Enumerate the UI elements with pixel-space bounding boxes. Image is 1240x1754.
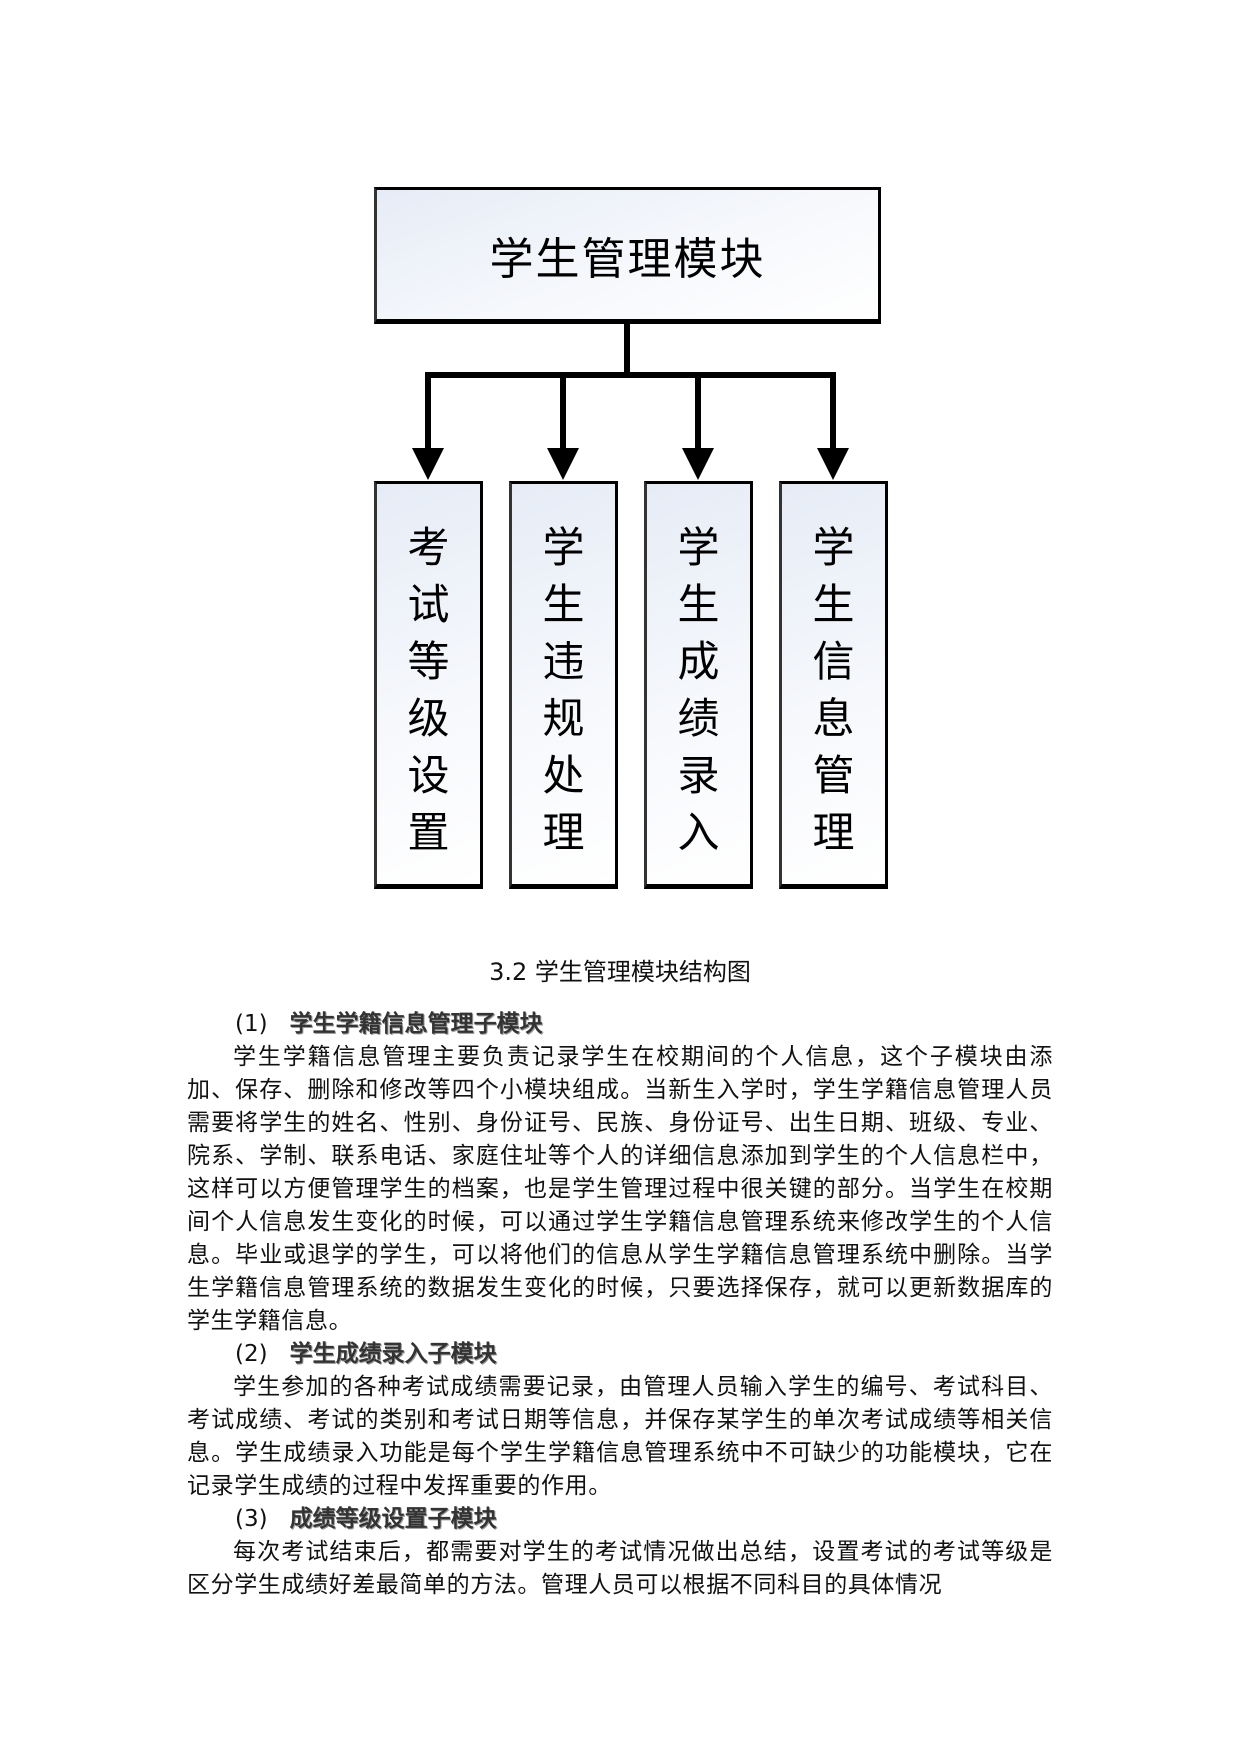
section-heading-1: (1) 学生学籍信息管理子模块	[187, 1008, 1053, 1041]
section-title: 学生学籍信息管理子模块	[289, 1011, 543, 1037]
arrow-down-icon	[547, 448, 579, 480]
section-number: (2)	[235, 1341, 268, 1367]
branch-line-4	[830, 372, 836, 450]
section-paragraph-2: 学生参加的各种考试成绩需要记录，由管理人员输入学生的编号、考试科目、考试成绩、考…	[187, 1374, 1053, 1499]
section-title: 学生成绩录入子模块	[289, 1341, 497, 1367]
child-module-label: 学生成绩录入	[677, 523, 720, 857]
section-heading-2: (2) 学生成绩录入子模块	[187, 1338, 1053, 1371]
branch-line-2	[560, 372, 566, 450]
figure-caption: 3.2 学生管理模块结构图	[489, 958, 751, 986]
child-module-info-management: 学生信息管理	[779, 481, 888, 889]
module-structure-diagram: 学生管理模块 考试等级设置 学生违规处理 学生成绩录入 学生信息管理	[374, 187, 888, 889]
child-module-score-entry: 学生成绩录入	[644, 481, 753, 889]
child-module-violation-handling: 学生违规处理	[509, 481, 618, 889]
child-module-label: 考试等级设置	[407, 523, 450, 857]
child-module-exam-grade-setting: 考试等级设置	[374, 481, 483, 889]
root-module-label: 学生管理模块	[489, 233, 766, 285]
section-heading-3: (3) 成绩等级设置子模块	[187, 1503, 1053, 1536]
arrow-down-icon	[682, 448, 714, 480]
section-paragraph-3: 每次考试结束后，都需要对学生的考试情况做出总结，设置考试的考试等级是区分学生成绩…	[187, 1539, 1053, 1598]
arrow-down-icon	[817, 448, 849, 480]
section-number: (1)	[235, 1011, 268, 1037]
root-stem-line	[624, 323, 630, 376]
section-title: 成绩等级设置子模块	[289, 1506, 497, 1532]
document-body: (1) 学生学籍信息管理子模块 学生学籍信息管理主要负责记录学生在校期间的个人信息…	[187, 1008, 1053, 1602]
arrow-down-icon	[412, 448, 444, 480]
root-module-box: 学生管理模块	[374, 187, 881, 324]
branch-horizontal-line	[425, 372, 836, 378]
child-module-label: 学生信息管理	[812, 523, 855, 857]
branch-line-3	[695, 372, 701, 450]
child-module-label: 学生违规处理	[542, 523, 585, 857]
branch-line-1	[425, 372, 431, 450]
section-paragraph-1: 学生学籍信息管理主要负责记录学生在校期间的个人信息，这个子模块由添加、保存、删除…	[187, 1044, 1053, 1334]
section-number: (3)	[235, 1506, 268, 1532]
